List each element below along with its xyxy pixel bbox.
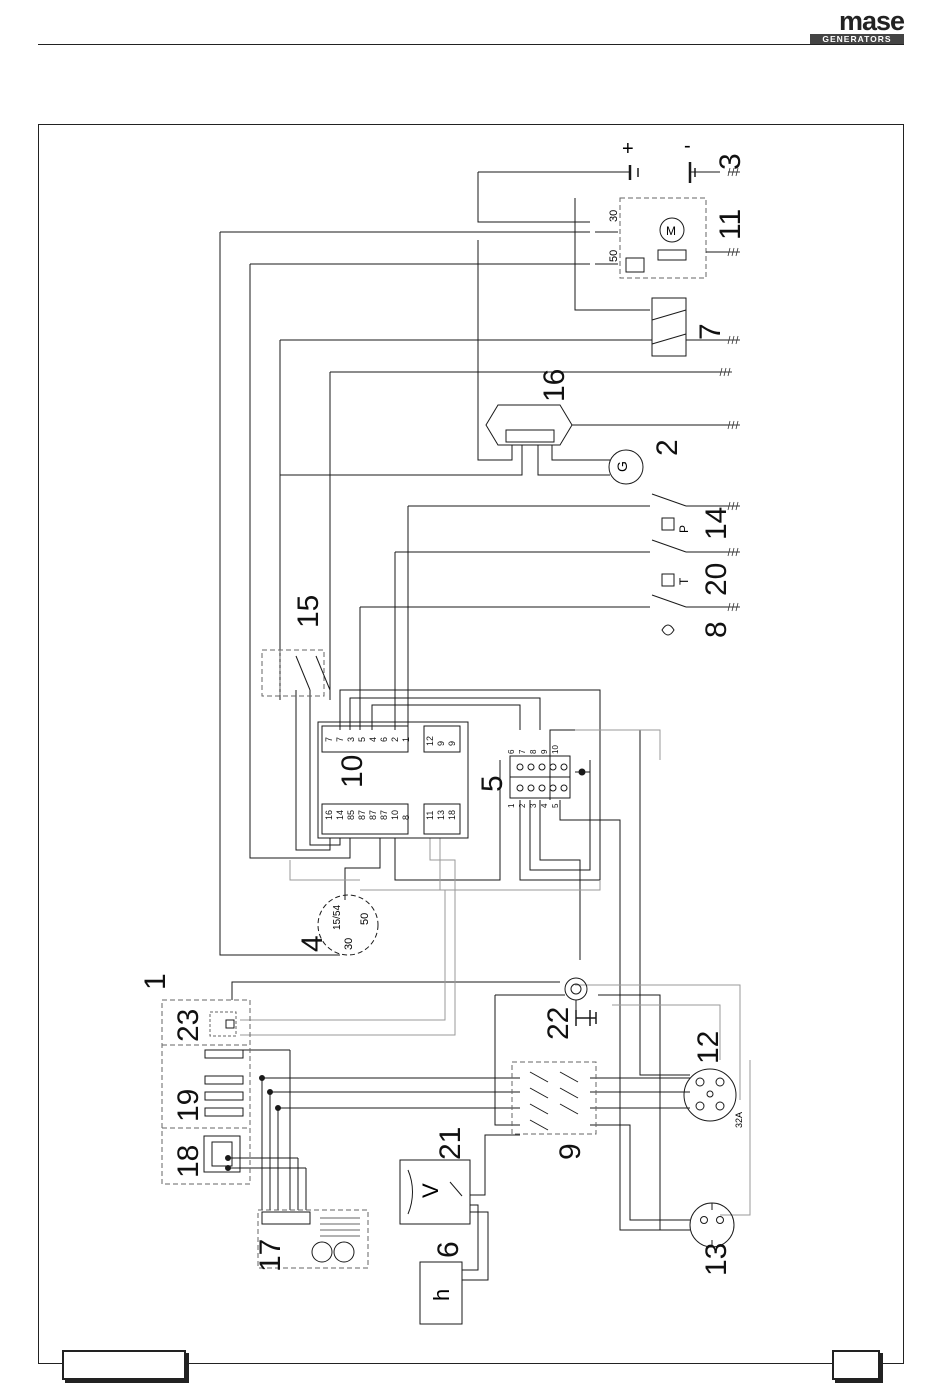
strip5-left-2: 2 [518, 803, 527, 808]
label-5: 5 [476, 775, 509, 792]
relay10-top-5: 4 [368, 737, 378, 742]
label-12: 12 [692, 1031, 725, 1064]
label-23: 23 [172, 1009, 205, 1042]
ground-symbol-regulator [728, 421, 740, 429]
label-4: 4 [296, 935, 329, 952]
relay10-topright-2: 9 [436, 741, 446, 746]
relay10-topright-3: 9 [447, 741, 457, 746]
label-15: 15 [292, 595, 325, 628]
starter-motor-symbol: M [666, 224, 676, 238]
relay10-top-1: 7 [324, 737, 334, 742]
label-19: 19 [172, 1089, 205, 1122]
ground-symbol-frame [720, 368, 732, 376]
relay10-top-8: 1 [401, 737, 411, 742]
relay10-top-7: 2 [390, 737, 400, 742]
label-16: 16 [538, 369, 571, 402]
battery-minus-sign: - [684, 135, 691, 157]
key-terminal-30: 30 [343, 938, 355, 950]
label-18: 18 [172, 1145, 205, 1178]
relay10-bottom-5: 87 [368, 810, 378, 820]
footer-box-right [832, 1350, 880, 1380]
strip5-left-1: 1 [507, 803, 516, 808]
strip5-right-6: 6 [507, 749, 516, 754]
relay10-bottom-6: 87 [379, 810, 389, 820]
label-6: 6 [432, 1241, 465, 1258]
ground-symbol-strip5 [579, 769, 585, 775]
relay10-bottom-3: 85 [346, 810, 356, 820]
relay10-bottom-7: 10 [390, 810, 400, 820]
temp-switch-symbol: T [677, 577, 691, 585]
label-21: 21 [434, 1127, 467, 1160]
strip5-right-8: 8 [529, 749, 538, 754]
relay-block-10-bottom-labels: 16 14 85 87 87 87 10 8 11 13 18 [324, 810, 457, 820]
relay10-bottom-4: 87 [357, 810, 367, 820]
relay10-bottomright-2: 13 [436, 810, 446, 820]
strip5-right-7: 7 [518, 749, 527, 754]
relay10-bottom-8: 8 [401, 815, 411, 820]
label-7: 7 [694, 323, 727, 340]
socket-12 [684, 1069, 736, 1121]
battery-plus-sign: + [622, 138, 634, 160]
starter-terminal-30: 30 [608, 210, 620, 222]
label-10: 10 [336, 755, 369, 788]
label-9: 9 [554, 1143, 587, 1160]
alternator-symbol: G [614, 461, 630, 472]
ground-symbol-solenoid [728, 336, 740, 344]
breakers-19 [205, 1050, 281, 1116]
strip5-left-3: 3 [529, 803, 538, 808]
relay10-bottom-2: 14 [335, 810, 345, 820]
starter-terminal-50: 50 [608, 250, 620, 262]
label-11: 11 [714, 209, 747, 240]
relay10-bottomright-1: 11 [425, 811, 435, 820]
label-14: 14 [700, 507, 733, 540]
pressure-switch-symbol: P [677, 525, 691, 533]
ground-symbol-temp [728, 548, 740, 556]
strip5-right-9: 9 [540, 749, 549, 754]
label-3: 3 [714, 153, 747, 170]
label-2: 2 [651, 439, 684, 456]
regulator-16 [486, 405, 728, 445]
ground-symbol-fuel [728, 603, 740, 611]
key-terminal-15-54: 15/54 [332, 905, 343, 930]
ground-symbol-starter [728, 248, 740, 256]
relay10-top-3: 3 [346, 737, 356, 742]
relay10-top-6: 6 [379, 737, 389, 742]
wires-light [240, 730, 750, 1215]
breaker-23 [210, 1012, 236, 1036]
relay10-bottom-1: 16 [324, 810, 334, 820]
hour-meter-symbol: h [429, 1289, 454, 1301]
strip5-right-10: 10 [551, 745, 560, 754]
footer-box-left [62, 1350, 186, 1380]
relay-block-10-top-labels: 7 7 3 5 4 6 2 1 12 9 9 [324, 736, 457, 746]
battery-3 [630, 162, 695, 183]
strip5-left-5: 5 [551, 803, 560, 808]
label-22: 22 [542, 1007, 575, 1040]
socket-12-rating: 32A [734, 1112, 744, 1128]
socket-13 [690, 1203, 734, 1247]
relay10-top-4: 5 [357, 737, 367, 742]
relay10-topright-1: 12 [425, 736, 435, 746]
voltmeter-symbol: V [418, 1183, 443, 1198]
relay10-bottomright-3: 18 [447, 810, 457, 820]
relay10-top-2: 7 [335, 737, 345, 742]
label-13: 13 [700, 1243, 733, 1276]
label-17: 17 [254, 1239, 287, 1272]
label-20: 20 [700, 563, 733, 596]
capacitor-18 [204, 1136, 240, 1172]
strip5-left-4: 4 [540, 803, 549, 808]
wires-dark [205, 172, 720, 1280]
relay-15 [262, 650, 330, 696]
label-8: 8 [700, 621, 733, 638]
label-1: 1 [139, 973, 172, 990]
contactor-9 [512, 1062, 596, 1134]
key-terminal-50: 50 [359, 913, 371, 925]
